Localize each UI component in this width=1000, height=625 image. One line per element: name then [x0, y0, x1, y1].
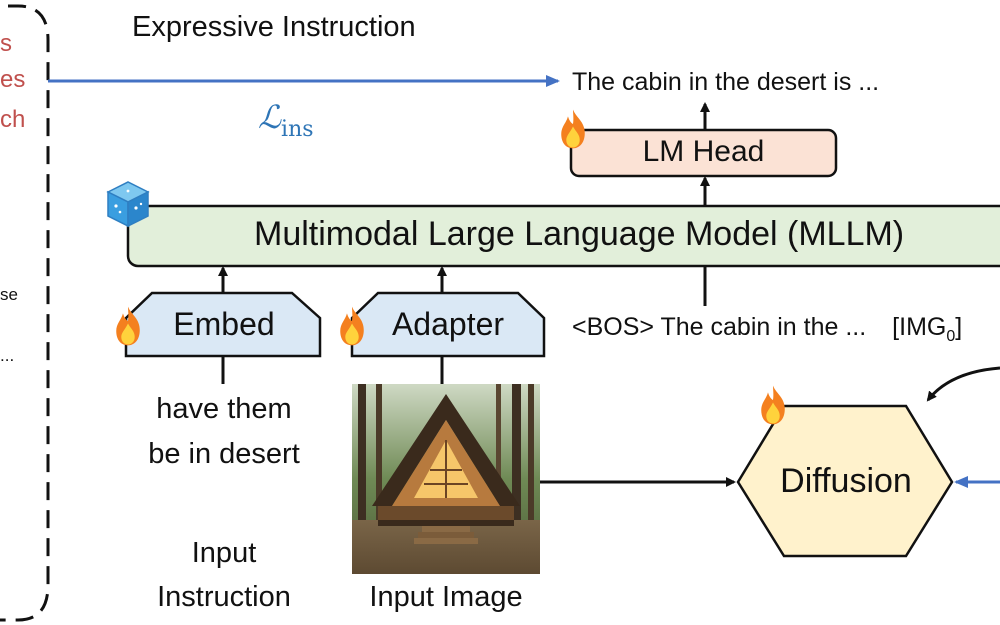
embed-box [124, 291, 322, 358]
left-black-text-1: se [0, 285, 18, 304]
expressive-instruction-title: Expressive Instruction [132, 11, 416, 43]
loss-symbol: ℒ [258, 98, 282, 136]
img-token-close: ] [955, 313, 963, 341]
instruction-text-line1: have them [156, 393, 292, 425]
instruction-text-line2: be in desert [148, 438, 300, 470]
adapter-box [350, 291, 546, 358]
loss-label: ℒins [258, 98, 314, 142]
adapter-label: Adapter [391, 306, 505, 342]
mllm-label: Multimodal Large Language Model (MLLM) [254, 215, 905, 253]
output-text: The cabin in the desert is ... [572, 68, 880, 96]
left-orange-text-3: ch [0, 106, 26, 133]
left-black-text-2: ... [0, 346, 15, 365]
left-orange-text-2: es [0, 66, 26, 93]
cabin-image [352, 384, 540, 574]
img-token-subscript: 0 [946, 328, 956, 345]
token-sequence: <BOS> The cabin in the ... [IMG0] [572, 313, 963, 345]
input-instruction-caption-line2: Instruction [157, 581, 291, 613]
embed-label: Embed [173, 306, 275, 342]
curved-feedback-arrow [926, 366, 1000, 402]
left-dashed-panel [0, 4, 50, 622]
token-sequence-text: <BOS> The cabin in the ... [572, 313, 867, 341]
mllm-box [126, 204, 1000, 268]
left-orange-text-1: s [0, 30, 12, 57]
loss-subscript: ins [281, 117, 314, 142]
img-token: [IMG [892, 313, 947, 341]
flame-icon [761, 385, 785, 425]
diffusion-label: Diffusion [780, 462, 912, 500]
input-instruction-caption-line1: Input [191, 537, 257, 569]
frozen-cube-icon [106, 181, 150, 228]
input-image-caption: Input Image [369, 581, 523, 613]
lm-head-label: LM Head [642, 135, 765, 168]
